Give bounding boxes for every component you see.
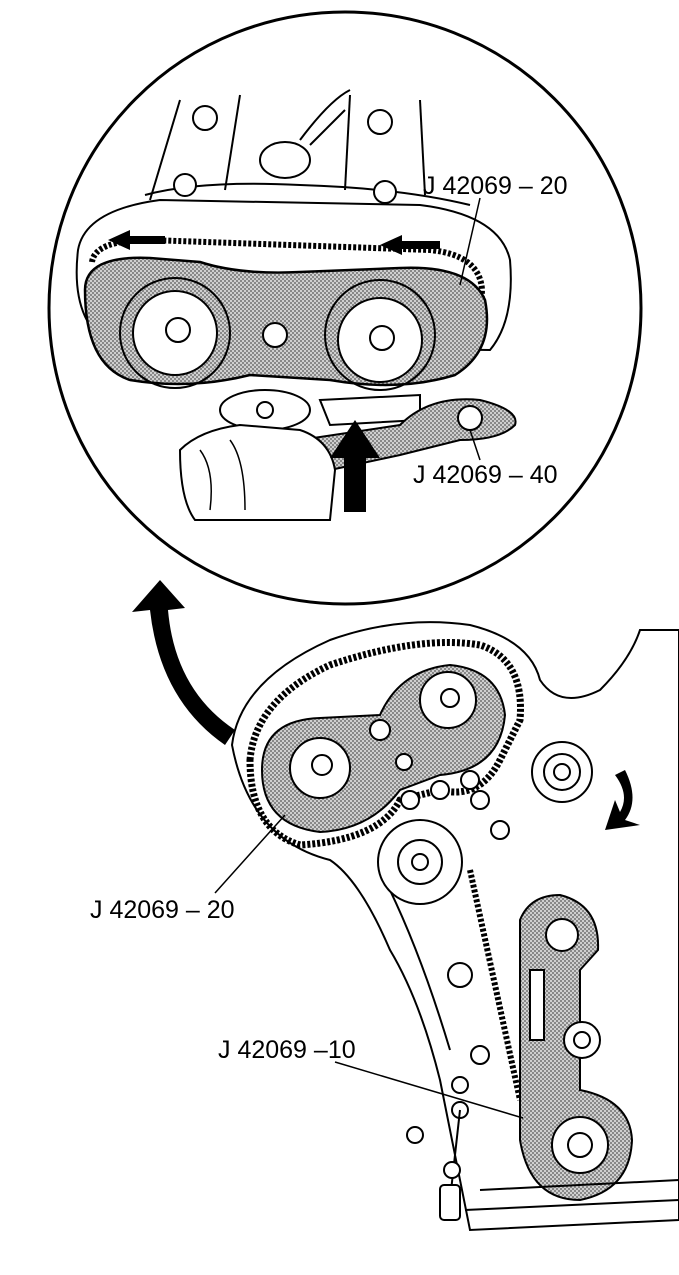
left-arrow-icon [108,230,165,250]
left-arrow-icon [380,235,440,255]
callout-j42069-20-detail: J 42069 – 20 [423,172,568,200]
callout-j42069-10: J 42069 –10 [218,1036,356,1064]
main-leader-lines [214,814,524,1119]
detail-circle [47,10,643,606]
timing-belt [89,236,486,341]
up-arrow-icon [330,420,380,512]
callout-j42069-40: J 42069 – 40 [413,461,558,489]
camshaft-sprockets [119,277,436,391]
belt-direction-arrows [108,230,440,255]
curved-arrow-icon [132,580,235,745]
tensioner-area [219,389,421,431]
bolt-icon [373,180,397,204]
rotation-arrow-icon [605,770,640,830]
bolt-icon [192,105,218,131]
hand [178,423,337,521]
callout-j42069-20-main: J 42069 – 20 [90,896,235,924]
bolt-icon [173,173,197,197]
cam-plug [259,141,311,179]
detail-view [75,89,517,521]
bolt-icon [367,109,393,135]
engine-main-view [230,621,679,1232]
main-timing-belt [246,639,524,849]
head-bolts [173,105,397,204]
detail-leader-lines [459,197,481,461]
